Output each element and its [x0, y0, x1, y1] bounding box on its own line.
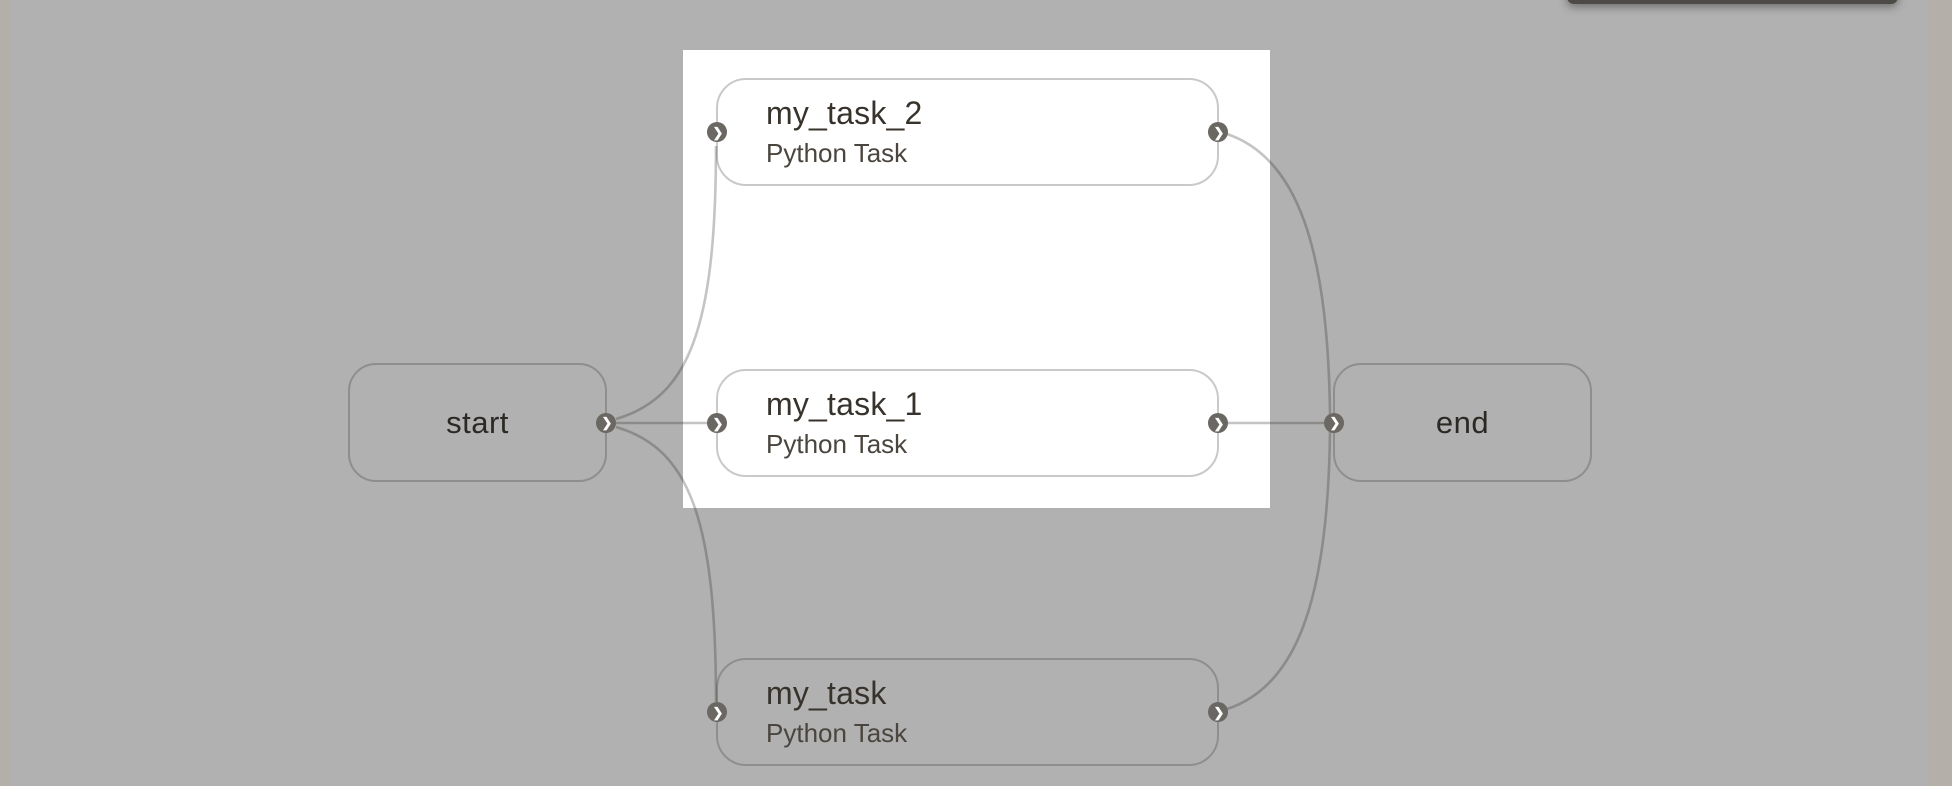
- chevron-right-icon: ❯: [1329, 415, 1341, 430]
- edge-my_task-end[interactable]: [1226, 431, 1332, 711]
- node-start[interactable]: start ❯: [348, 363, 616, 482]
- node-subtitle: Python Task: [766, 428, 908, 459]
- node-my_task_2[interactable]: my_task_2 Python Task ❯ ❯: [707, 78, 1228, 186]
- edge-start-my_task[interactable]: [615, 425, 718, 703]
- chevron-right-icon: ❯: [712, 704, 724, 720]
- node-title: my_task_1: [766, 386, 923, 423]
- chevron-right-icon: ❯: [712, 415, 724, 431]
- node-my_task[interactable]: my_task Python Task ❯ ❯: [707, 658, 1228, 766]
- node-start-label: start: [446, 404, 509, 440]
- screen-edge-strip-left: [0, 0, 10, 786]
- screen-edge-strip-right: [1928, 0, 1952, 786]
- edge-start-my_task_2[interactable]: [615, 145, 718, 421]
- chevron-right-icon: ❯: [712, 124, 724, 140]
- chevron-right-icon: ❯: [1213, 124, 1225, 140]
- handle-my_task_2-out[interactable]: ❯: [1208, 122, 1228, 142]
- handle-my_task_1-out[interactable]: ❯: [1208, 413, 1228, 433]
- handle-end-in[interactable]: ❯: [1324, 412, 1344, 433]
- node-title: my_task: [766, 675, 887, 712]
- node-subtitle: Python Task: [766, 137, 908, 168]
- chevron-right-icon: ❯: [601, 415, 613, 430]
- chevron-right-icon: ❯: [1213, 415, 1225, 431]
- node-my_task_1[interactable]: my_task_1 Python Task ❯ ❯: [707, 369, 1228, 477]
- selection-overlay: [683, 50, 1270, 508]
- edge-my_task_2-end[interactable]: [1226, 132, 1332, 415]
- node-title: my_task_2: [766, 95, 923, 132]
- node-end-label: end: [1435, 404, 1490, 440]
- handle-start-out[interactable]: ❯: [596, 412, 616, 433]
- handle-my_task-out[interactable]: ❯: [1208, 702, 1228, 722]
- handle-my_task_1-in[interactable]: ❯: [707, 413, 727, 433]
- handle-my_task-in[interactable]: ❯: [707, 702, 727, 722]
- cutoff-floating-toolbar[interactable]: [1567, 0, 1898, 4]
- node-subtitle: Python Task: [766, 717, 908, 748]
- handle-my_task_2-in[interactable]: ❯: [707, 122, 727, 142]
- node-end[interactable]: end ❯: [1324, 363, 1592, 482]
- chevron-right-icon: ❯: [1213, 704, 1225, 720]
